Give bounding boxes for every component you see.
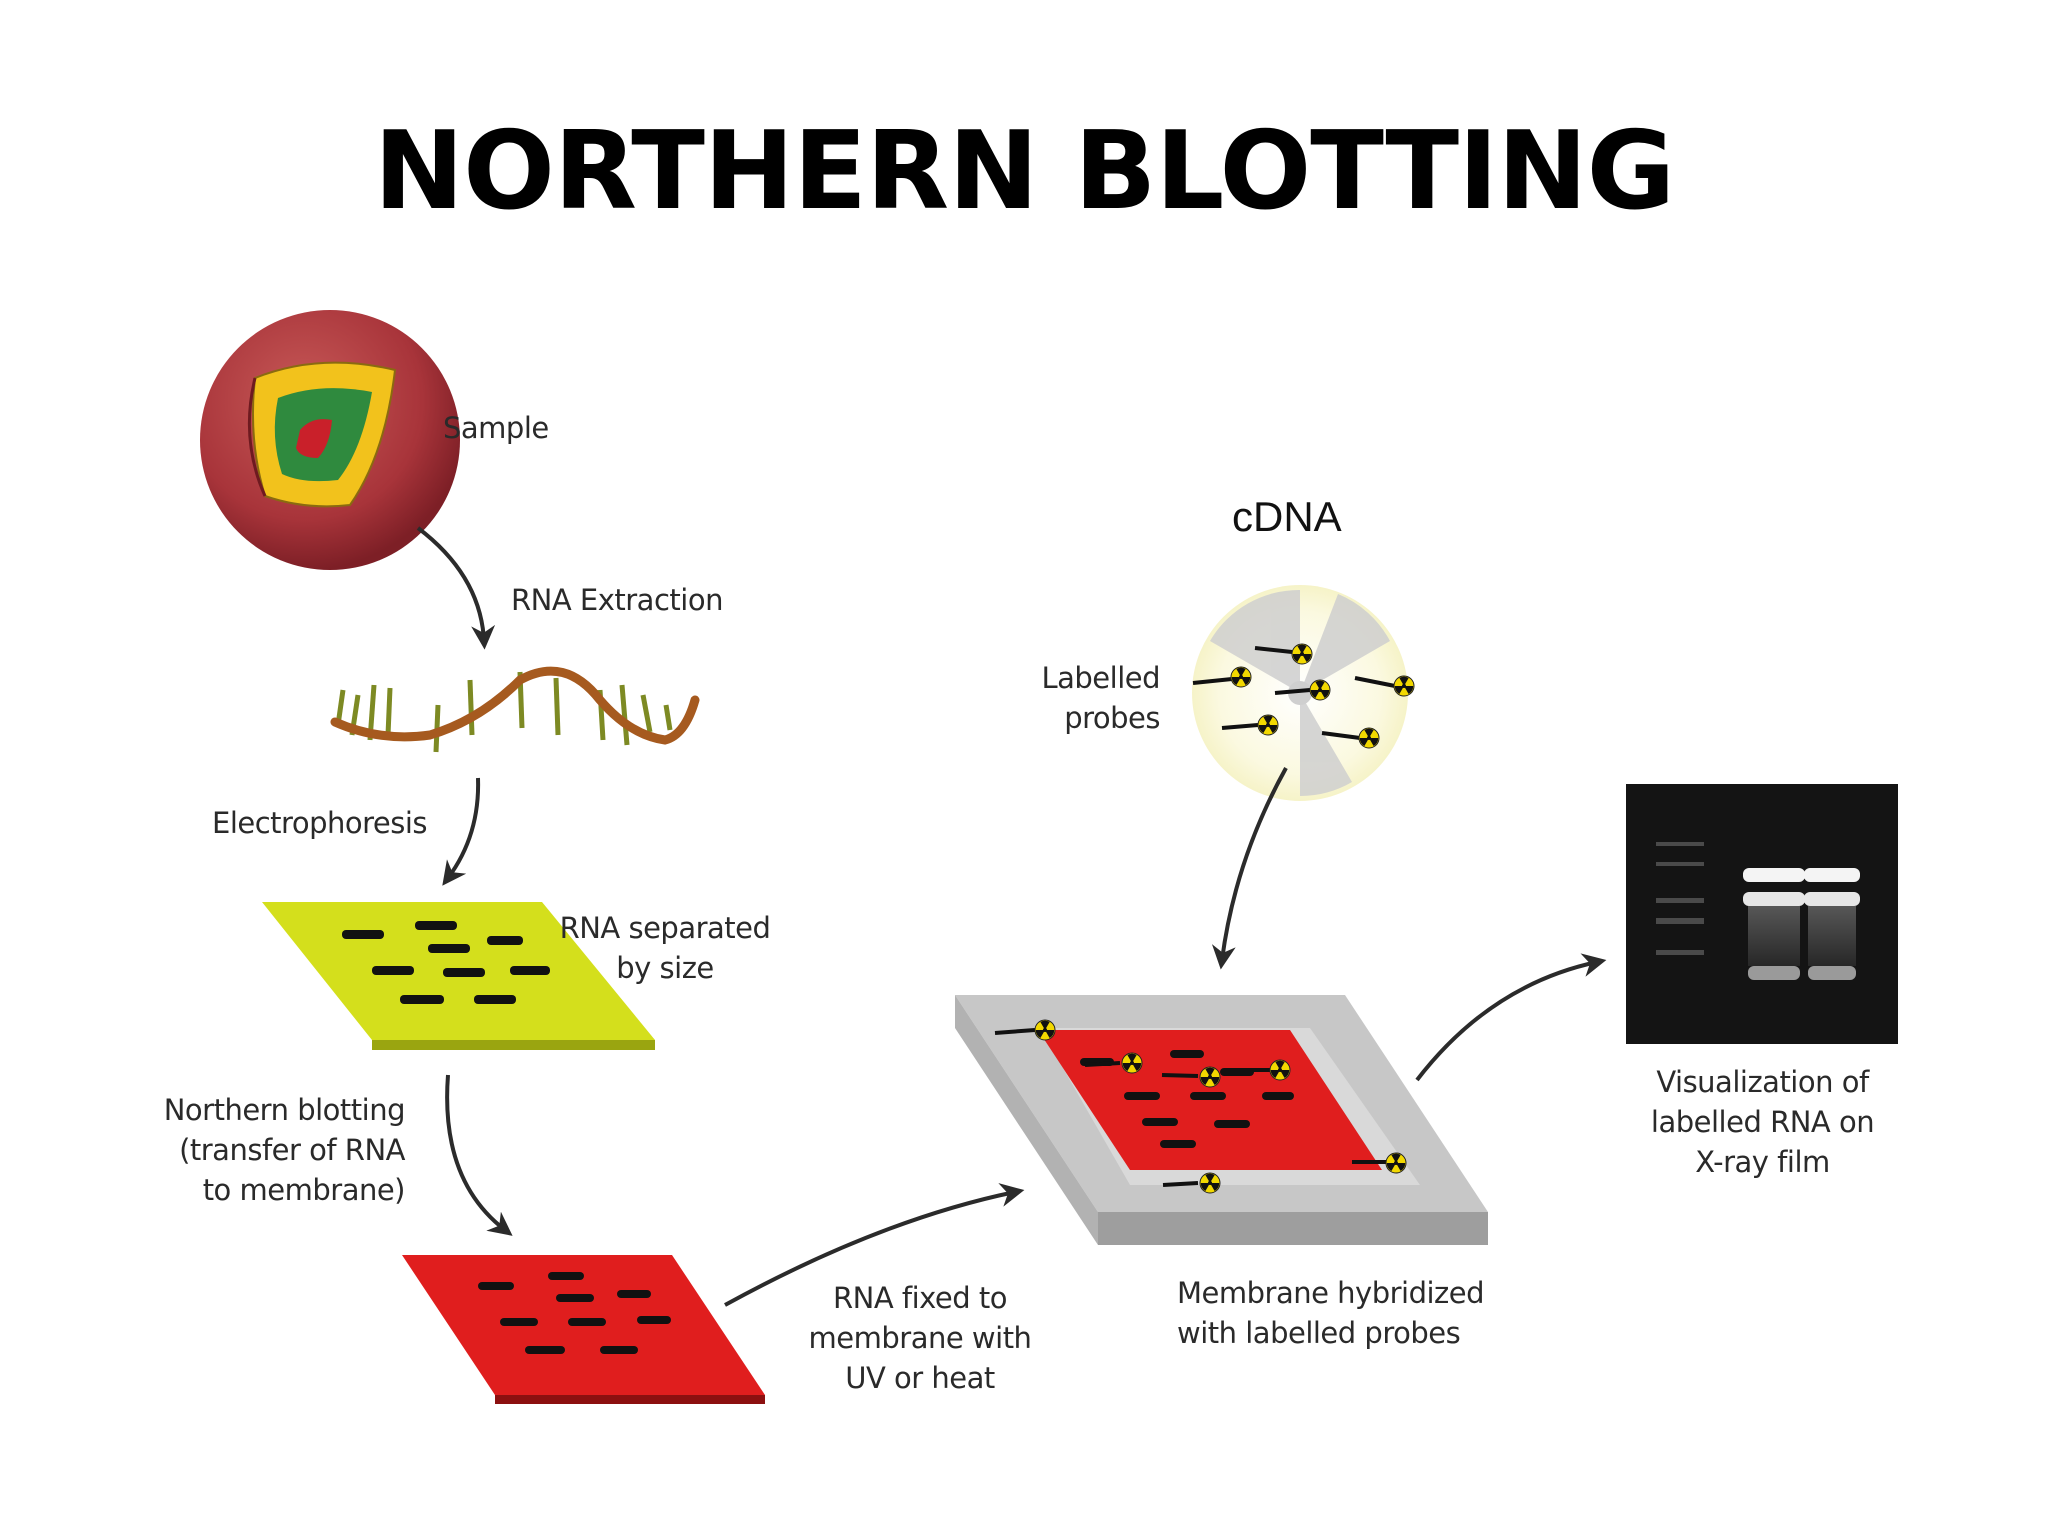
label-northern-blotting: Northern blotting (transfer of RNA to me…	[163, 1093, 406, 1207]
cell-icon	[200, 310, 460, 570]
label-cdna: cDNA	[1232, 493, 1342, 540]
label-rna-extraction: RNA Extraction	[511, 583, 723, 617]
arrow-electrophoresis	[442, 777, 481, 886]
arrow-probes	[1211, 767, 1288, 970]
label-sample: Sample	[443, 411, 549, 445]
xray-film	[1626, 784, 1898, 1044]
label-visualization: Visualization of labelled RNA on X-ray f…	[1650, 1065, 1875, 1179]
label-rna-separated: RNA separated by size	[559, 911, 771, 985]
arrow-northern-blotting	[445, 1074, 513, 1236]
labelled-probes-icon	[1192, 585, 1415, 801]
label-rna-fixed: RNA fixed to membrane with UV or heat	[808, 1281, 1032, 1395]
arrow-rna-extraction	[416, 526, 496, 650]
membrane	[402, 1255, 765, 1404]
rna-strand-icon	[330, 666, 700, 753]
arrow-visualization	[1415, 953, 1607, 1082]
page-title: NORTHERN BLOTTING	[373, 109, 1676, 234]
arrow-rna-fixed	[724, 1183, 1025, 1307]
label-labelled-probes: Labelled probes	[1041, 661, 1160, 735]
label-electrophoresis: Electrophoresis	[212, 806, 428, 840]
hybridization-tray	[955, 995, 1488, 1245]
gel-slab	[262, 902, 655, 1050]
label-membrane-hybridized: Membrane hybridized with labelled probes	[1177, 1276, 1485, 1350]
